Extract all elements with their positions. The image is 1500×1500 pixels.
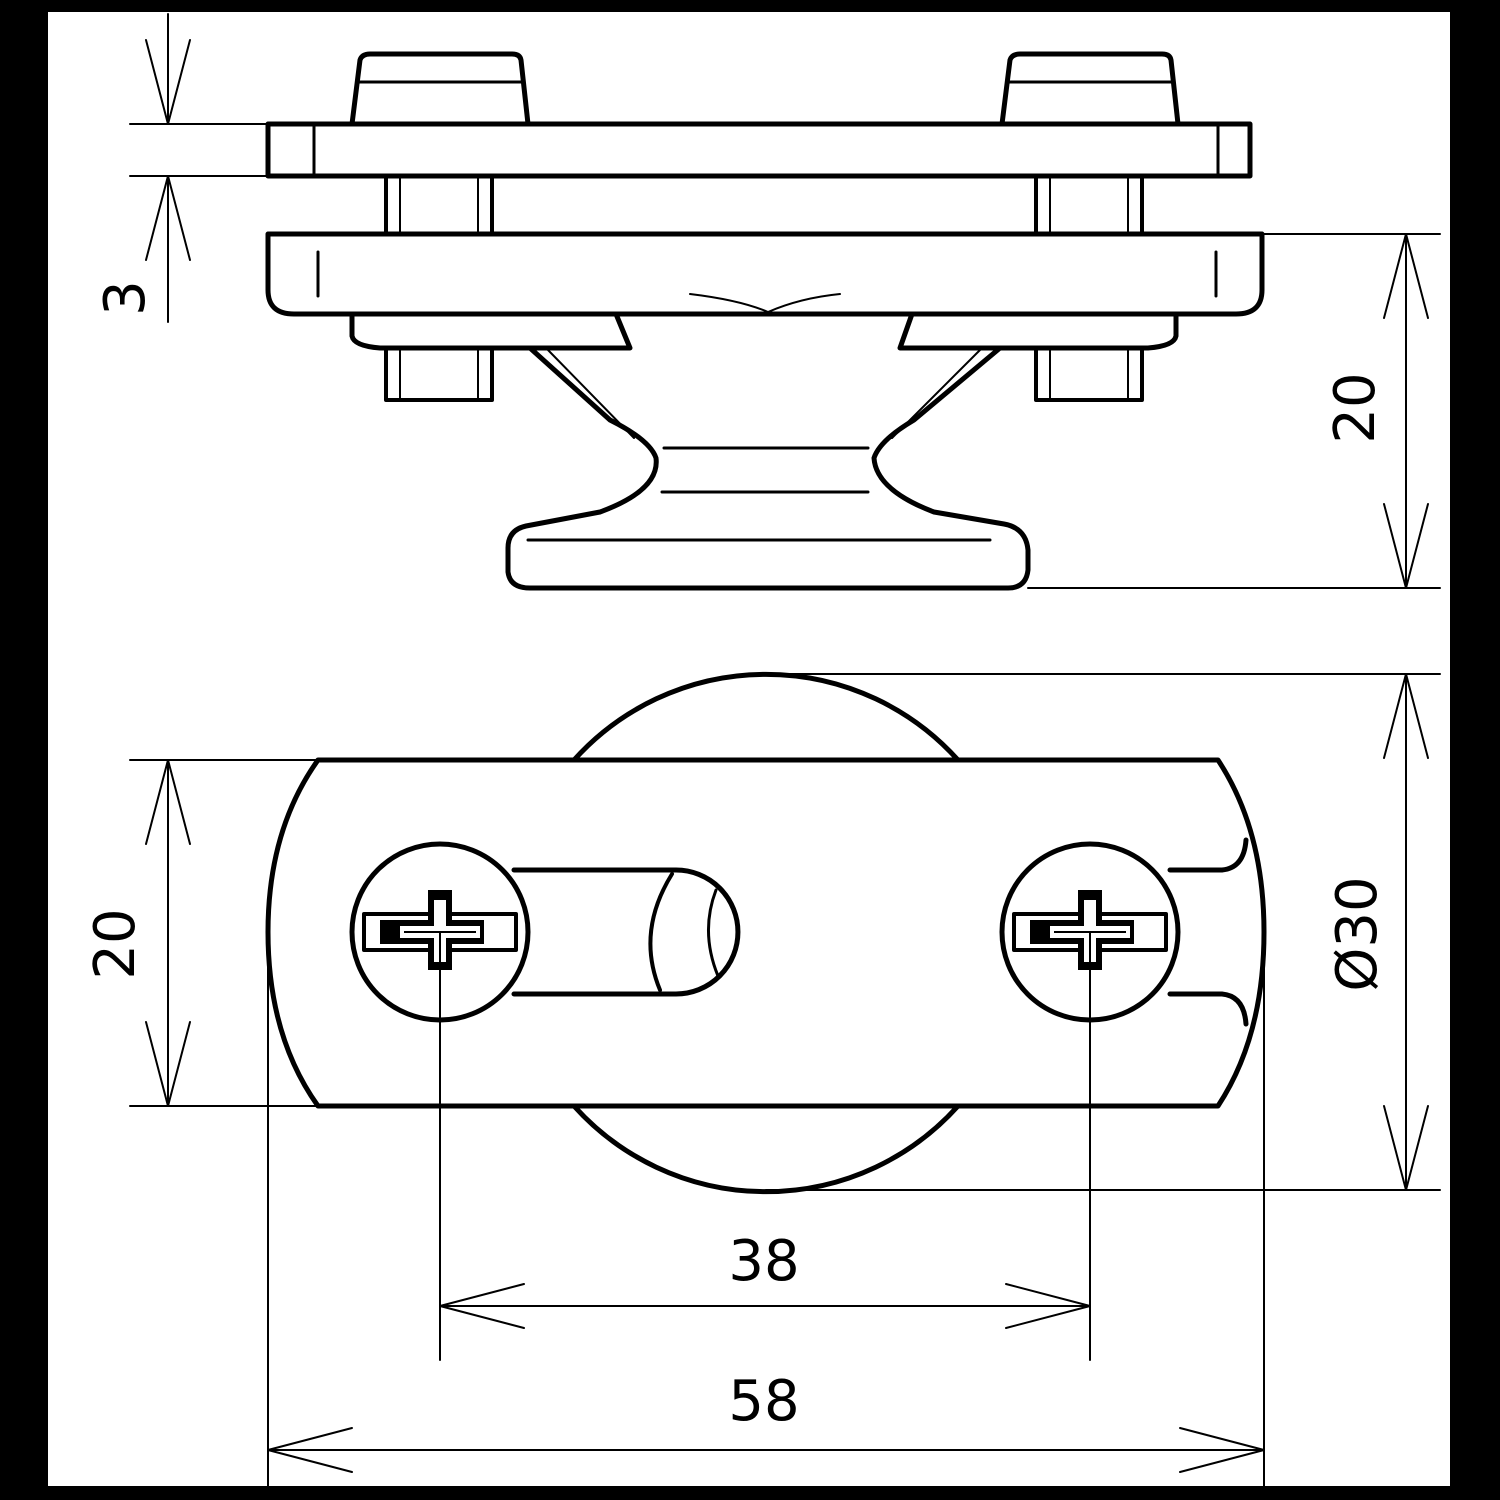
dim-side-height [1383,233,1429,589]
slot-end-curve [648,872,674,992]
upper-plate [265,121,1253,179]
dim-screw-spacing [439,1283,1091,1329]
dim-label-overall-length: 58 [728,1369,799,1434]
plate-notch [1167,837,1249,1027]
nut-left [384,346,494,402]
dim-plate-thickness [145,13,191,323]
clamp-plate [265,757,1267,1109]
spool-neck [660,446,870,494]
side-view: 3 20 [93,13,1441,591]
dim-overall-length [267,1427,1265,1473]
web-line-left [547,349,635,439]
slot [511,867,741,997]
top-view: 20 Ø30 38 58 [83,671,1441,1487]
nut-saddle-right [897,311,1179,351]
bolt-head-right [999,51,1181,127]
bolt-head-left [349,51,531,127]
dim-label-plate-thickness: 3 [93,280,158,316]
nut-right [1034,346,1144,402]
dim-label-screw-spacing: 38 [728,1229,799,1294]
slot-inner-curve [707,888,720,978]
dim-disc-diameter [1383,673,1429,1191]
base-spool [505,345,1031,591]
dim-label-disc-diameter: Ø30 [1325,876,1390,991]
lower-plate [265,231,1265,317]
dim-label-plate-width: 20 [83,908,148,979]
disc-bottom [571,1103,961,1195]
dim-plate-width [145,759,191,1107]
nut-saddle-left [349,311,633,351]
dim-label-side-height: 20 [1323,372,1388,443]
lower-plate-center-mark [689,293,841,313]
web-line-right [891,349,981,439]
